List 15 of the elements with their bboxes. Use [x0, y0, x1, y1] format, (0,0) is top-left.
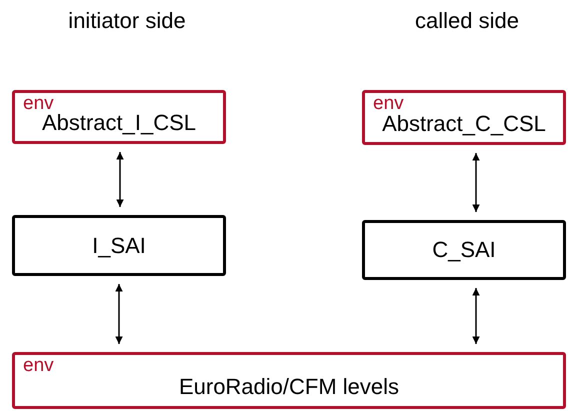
double-arrow: [472, 288, 480, 344]
double-arrow: [472, 153, 480, 212]
component-box: [12, 215, 226, 276]
environment-box: [362, 90, 566, 145]
environment-box: [12, 352, 566, 409]
component-name: C_SAI: [432, 237, 496, 263]
component-name: I_SAI: [92, 232, 146, 258]
environment-box: [12, 90, 226, 144]
component-box: [362, 220, 566, 280]
side-heading: called side: [415, 8, 519, 34]
double-arrow: [115, 284, 123, 344]
component-name: EuroRadio/CFM levels: [178, 374, 400, 400]
env-tag: env: [23, 355, 54, 377]
double-arrow: [116, 152, 124, 207]
side-heading: initiator side: [68, 8, 186, 34]
